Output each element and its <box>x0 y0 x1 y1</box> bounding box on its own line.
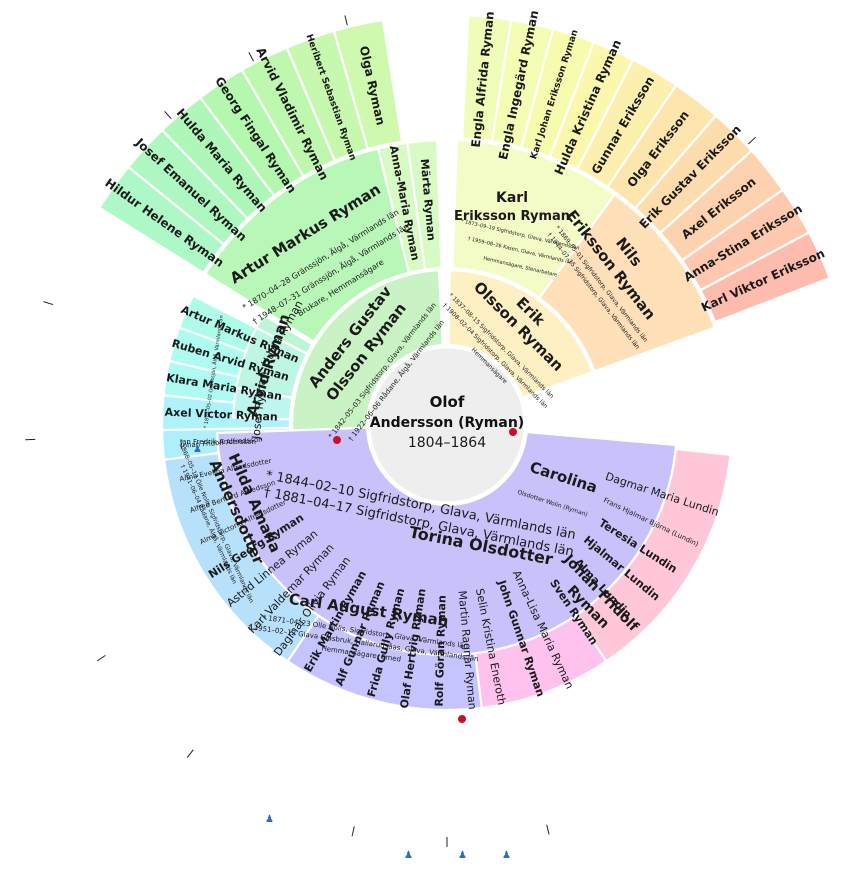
person-icon: ♟ <box>193 444 202 455</box>
person-josef-ryman[interactable] <box>231 386 294 421</box>
marker-icon <box>458 715 466 723</box>
marker-icon <box>333 436 341 444</box>
root-name-line2: Andersson (Ryman) <box>370 415 524 431</box>
marker-icon <box>509 428 517 436</box>
rim-tick <box>351 826 355 837</box>
root-person[interactable] <box>367 345 527 505</box>
person-arvid-ryman[interactable] <box>234 326 309 400</box>
karl-name-l2: Eriksson Ryman <box>454 209 570 224</box>
person-karl-viktor-eriksson[interactable] <box>698 231 832 324</box>
rim-tick <box>43 301 54 306</box>
label-axel-victor-ryman: Axel Victor Ryman <box>164 406 278 424</box>
rim-tick <box>344 15 348 26</box>
rim-tick <box>186 749 194 758</box>
rim-tick <box>164 111 172 120</box>
person-icon: ♟ <box>502 850 511 861</box>
rim-tick <box>248 52 255 62</box>
label-rolf-goran-ryman: Rolf Göran Ryman <box>433 595 449 707</box>
person-marta-ryman[interactable] <box>406 139 443 271</box>
person-anders-gustav-olsson-ryman[interactable] <box>290 269 444 432</box>
person-nils-eriksson-ryman[interactable] <box>537 192 717 373</box>
jan-fredrik-name: Jan Fredrik Andersson <box>179 438 256 446</box>
person-icon: ♟ <box>458 850 467 861</box>
karl-name-l1: Karl <box>496 190 528 206</box>
rim-tick <box>747 136 756 145</box>
root-years: 1804–1864 <box>408 435 486 451</box>
person-erik-olsson-ryman[interactable] <box>447 268 595 400</box>
rim-tick <box>546 824 550 835</box>
person-hilda-amalia-andersdotter-band[interactable] <box>162 451 320 663</box>
root-name-line1: Olof <box>430 393 465 411</box>
person-icon: ♟ <box>404 850 413 861</box>
rim-tick <box>96 654 106 662</box>
person-icon: ♟ <box>265 814 274 825</box>
person-olga-ryman[interactable] <box>332 18 404 151</box>
